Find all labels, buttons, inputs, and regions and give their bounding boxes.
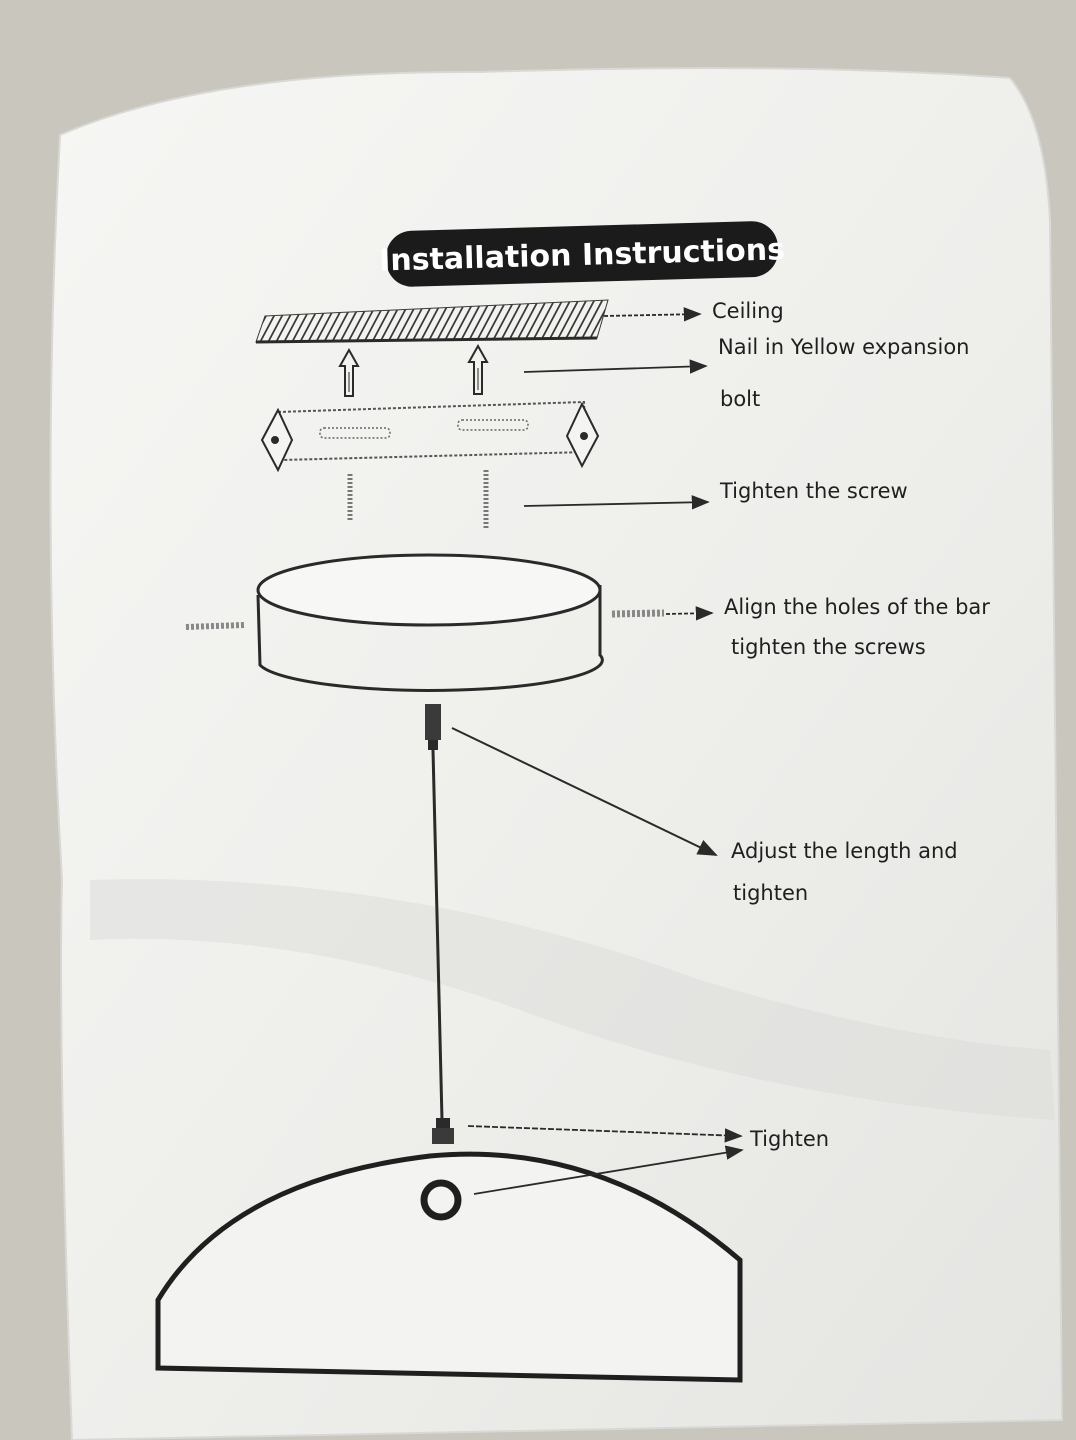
paper-shadow (90, 879, 1055, 1120)
label-nail-line1: Nail in Yellow expansion (718, 335, 970, 359)
side-screw-right (611, 609, 665, 618)
expansion-bolt-left (338, 347, 360, 397)
leader-tighten-screw (523, 495, 710, 510)
leader-lines (451, 307, 744, 1195)
title-background (386, 221, 779, 287)
canopy (256, 553, 604, 692)
label-adjust-line2: tighten (733, 881, 808, 905)
label-align-line1: Align the holes of the bar (724, 595, 990, 619)
leader-tighten-hole (473, 1145, 744, 1195)
label-ceiling: Ceiling (712, 299, 784, 323)
label-nail-line2: bolt (720, 387, 760, 411)
label-adjust-line1: Adjust the length and (731, 839, 958, 863)
cable-gland-bottom (432, 1118, 454, 1144)
ceiling-hatch (255, 299, 609, 344)
label-align-line2: tighten the screws (731, 635, 926, 659)
bar-slot-left (319, 427, 391, 439)
suspension-cable (431, 749, 444, 1121)
shade-hole (420, 1179, 462, 1221)
lamp-shade (155, 1151, 743, 1383)
mounting-bar (260, 400, 600, 473)
cable-gland-top (425, 704, 441, 750)
leader-align (665, 606, 714, 621)
bar-slot-right (457, 419, 529, 431)
leader-adjust (451, 727, 718, 856)
label-tighten-screw: Tighten the screw (719, 479, 908, 503)
leader-nail (523, 359, 708, 374)
title-banner: Installation Instructions (379, 221, 785, 287)
leader-tighten-top (467, 1125, 743, 1143)
label-tighten: Tighten (749, 1127, 829, 1151)
leader-ceiling (603, 307, 702, 322)
expansion-bolt-right (467, 343, 489, 395)
